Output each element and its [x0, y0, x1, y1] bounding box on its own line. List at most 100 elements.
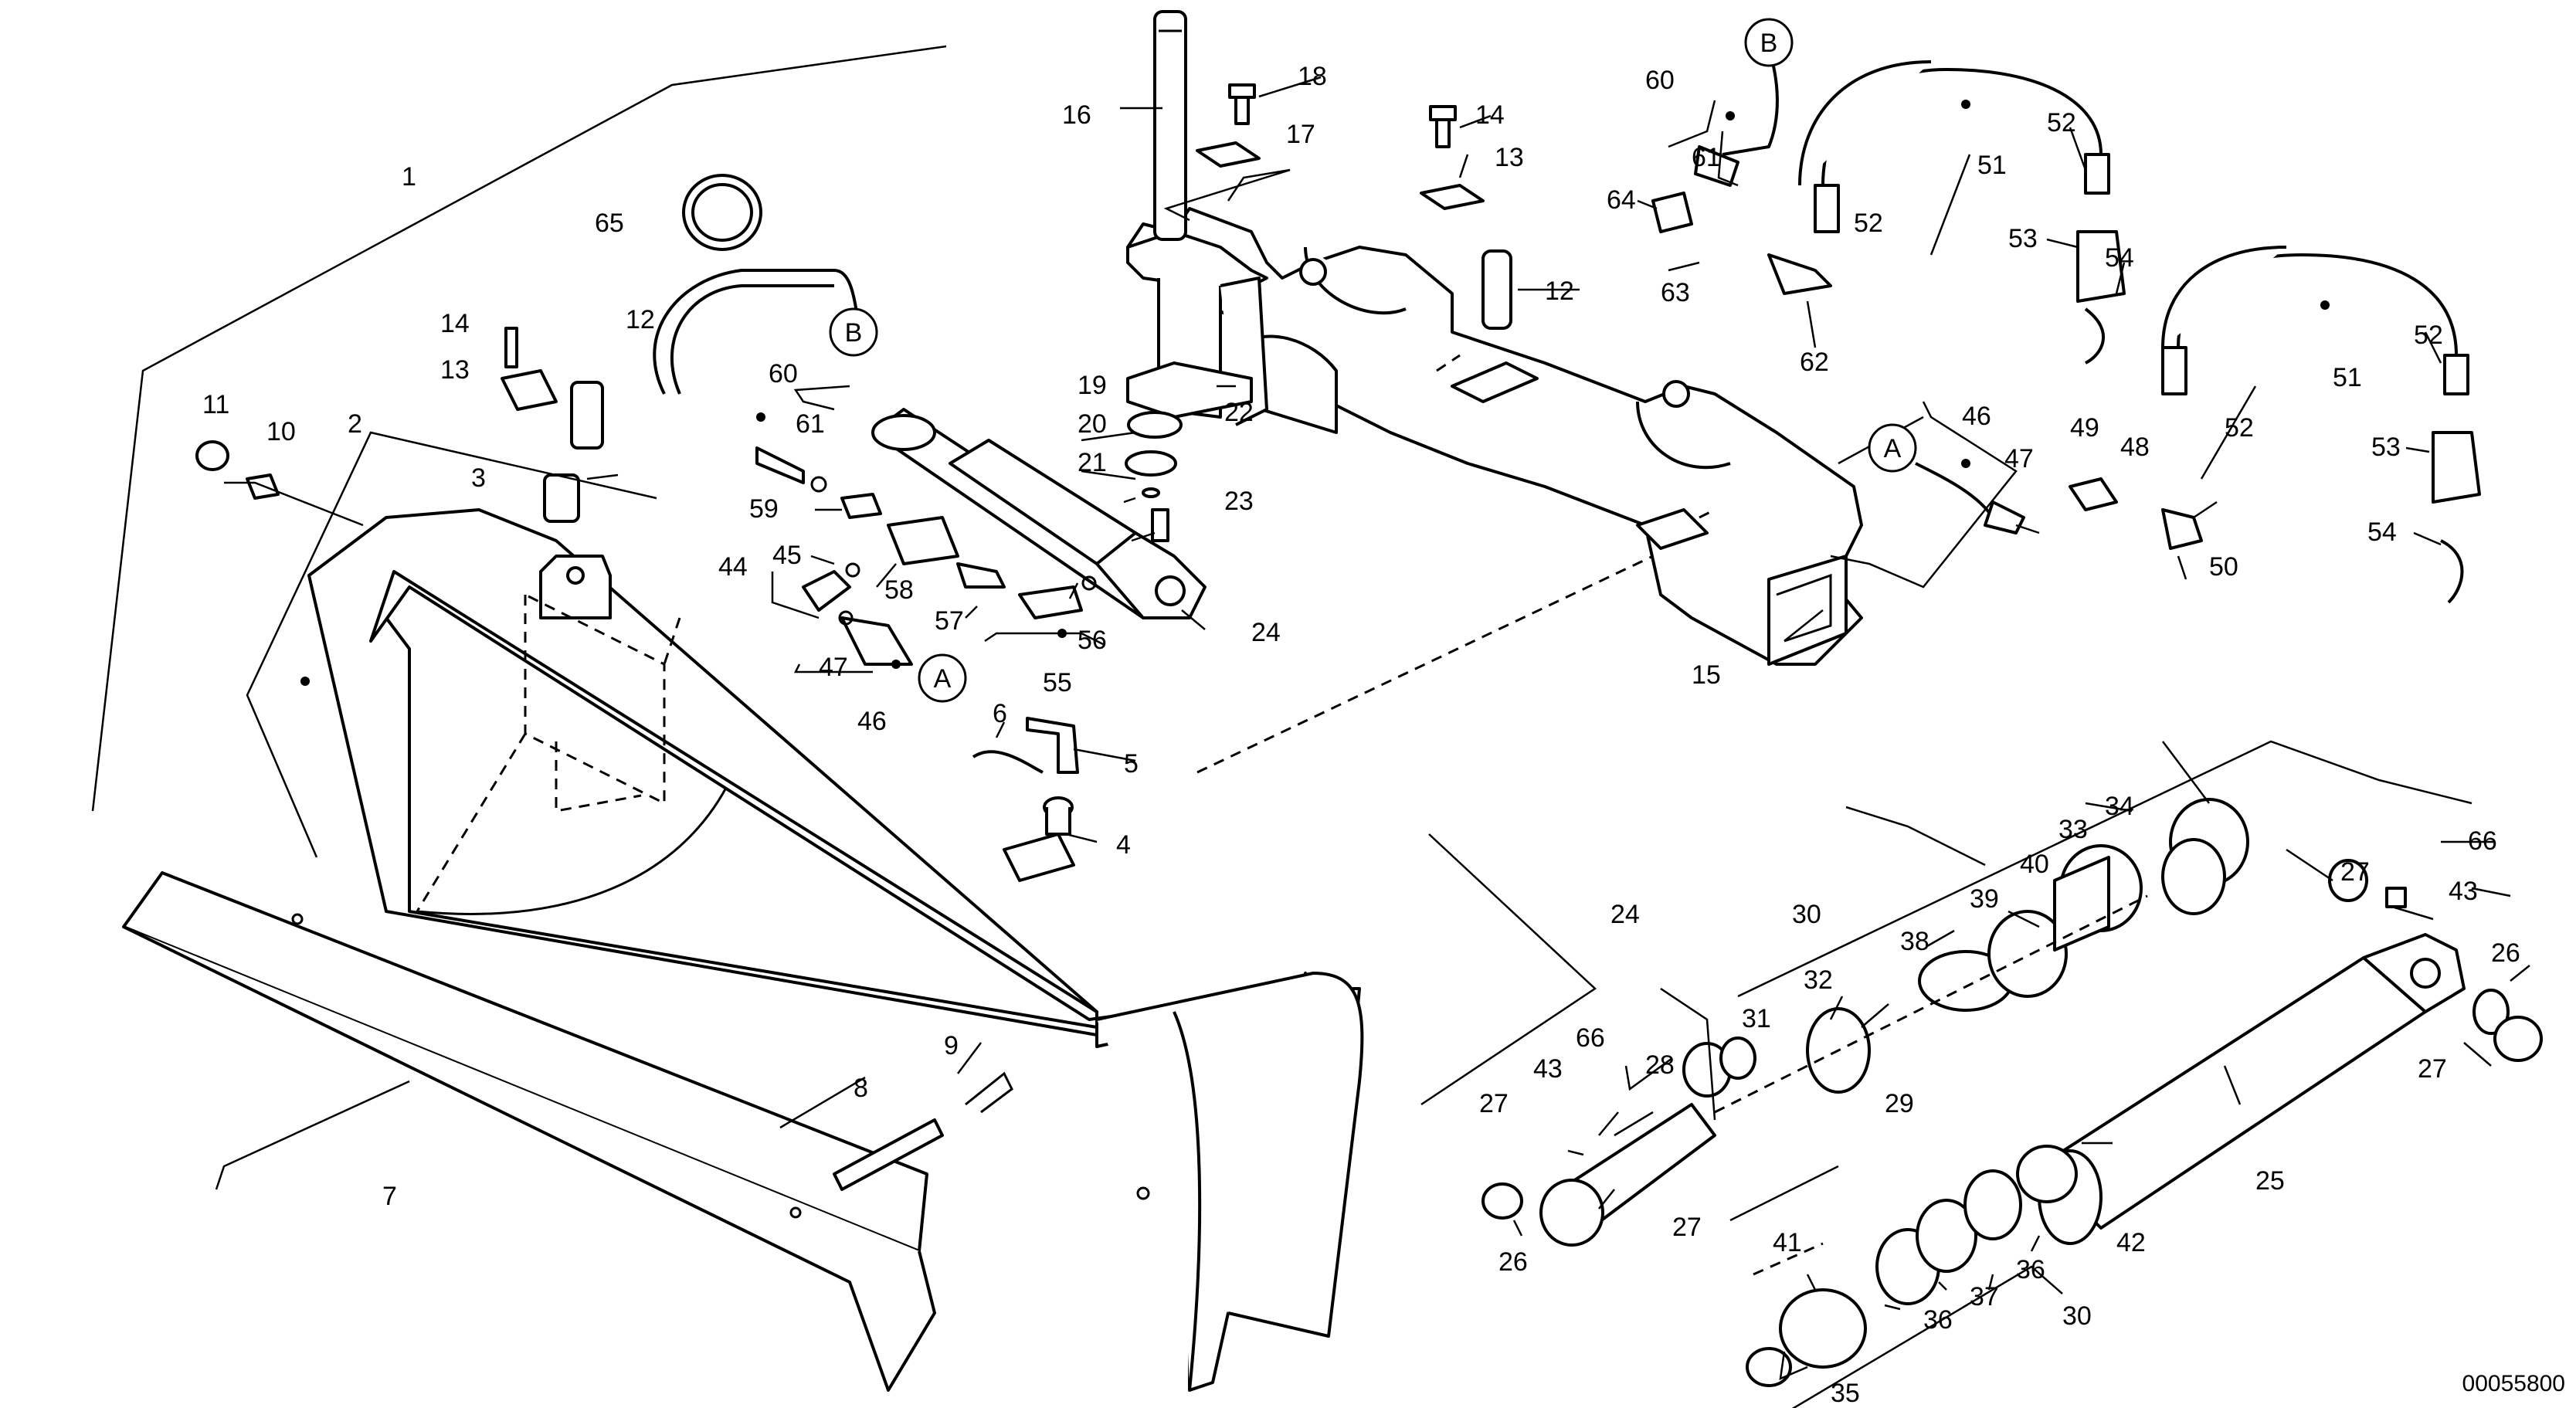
callout-36: 36: [1923, 1305, 1953, 1335]
callout-59: 59: [749, 494, 779, 524]
callout-53b: 53: [2371, 433, 2401, 462]
callout-52: 52: [2047, 108, 2076, 137]
connector-b-label-2: B: [1760, 29, 1778, 58]
cylinder-exploded: [1481, 798, 2543, 1387]
callout-10: 10: [266, 417, 296, 446]
callout-13b: 13: [1495, 143, 1524, 172]
callout-24b: 24: [1610, 900, 1640, 929]
document-number: 00055800: [2462, 1371, 2565, 1396]
callout-1: 1: [402, 162, 416, 192]
callout-52c: 52: [2414, 321, 2443, 350]
callout-11: 11: [202, 390, 229, 419]
callout-57: 57: [935, 606, 964, 636]
callout-28: 28: [1645, 1050, 1675, 1080]
connector-a-bubble: [918, 653, 967, 703]
callout-60: 60: [769, 359, 798, 388]
callout-33: 33: [2058, 815, 2088, 844]
callout-22: 22: [1224, 398, 1254, 427]
callout-23: 23: [1224, 487, 1254, 516]
pins-and-bolts: [1125, 10, 1512, 542]
connector-a-label-2: A: [1884, 434, 1902, 463]
callout-13: 13: [440, 355, 470, 385]
connector-b-label: B: [845, 318, 863, 348]
callout-27c: 27: [2340, 857, 2370, 887]
callout-66b: 66: [2468, 826, 2497, 856]
callout-9: 9: [944, 1031, 959, 1060]
callout-60b: 60: [1645, 66, 1675, 95]
callout-61: 61: [796, 409, 825, 439]
callout-66: 66: [1576, 1023, 1605, 1053]
callout-30: 30: [1792, 900, 1821, 929]
callout-19: 19: [1078, 371, 1107, 400]
callout-34: 34: [2105, 792, 2134, 821]
callout-17: 17: [1286, 120, 1315, 149]
callout-35: 35: [1831, 1379, 1860, 1408]
callout-58: 58: [884, 575, 914, 605]
callout-54: 54: [2105, 243, 2134, 273]
callout-47b: 47: [2004, 444, 2034, 473]
callout-50: 50: [2209, 552, 2238, 582]
callout-29: 29: [1885, 1089, 1914, 1118]
callout-24: 24: [1251, 618, 1281, 647]
callout-46b: 46: [1962, 402, 1991, 431]
callout-15: 15: [1692, 660, 1721, 690]
callout-52d: 52: [2225, 413, 2254, 443]
callout-16: 16: [1062, 100, 1091, 130]
callout-49: 49: [2070, 413, 2099, 443]
callout-26b: 26: [2491, 938, 2520, 968]
callout-8: 8: [854, 1074, 868, 1103]
left-fittings: [653, 269, 1097, 666]
callout-42: 42: [2116, 1228, 2146, 1257]
center-lines: [1196, 354, 2148, 1276]
callout-43b: 43: [2449, 877, 2478, 906]
callout-27d: 27: [2418, 1054, 2447, 1084]
callout-31: 31: [1742, 1004, 1771, 1033]
callout-51b: 51: [2333, 363, 2362, 392]
small-parts: [195, 174, 1079, 1191]
callout-55: 55: [1043, 668, 1072, 697]
callout-32: 32: [1804, 965, 1833, 995]
callout-6: 6: [993, 699, 1007, 728]
steering-cylinder-upper: [871, 408, 1207, 619]
callout-63: 63: [1661, 278, 1690, 307]
callout-44: 44: [718, 552, 748, 582]
dot-markers: [300, 100, 2330, 686]
callout-14b: 14: [1475, 100, 1505, 130]
callout-47: 47: [819, 653, 848, 682]
callout-labels: 1 2 3 4 5 6 7 8 9 10 11 12 12 13 13 14 1…: [202, 62, 2520, 1408]
callout-18: 18: [1298, 62, 1327, 91]
callout-12b: 12: [1545, 277, 1574, 306]
callout-43: 43: [1533, 1054, 1563, 1084]
callout-7: 7: [382, 1182, 397, 1211]
connector-marks: A B B A: [829, 18, 1917, 703]
callout-2: 2: [348, 409, 362, 439]
callout-65: 65: [595, 209, 624, 238]
connector-a-label: A: [934, 664, 952, 694]
connector-b-bubble: [829, 307, 878, 357]
callout-51: 51: [1977, 151, 2007, 180]
callout-39: 39: [1970, 884, 1999, 914]
callout-20: 20: [1078, 409, 1107, 439]
callout-3: 3: [471, 463, 486, 493]
callout-38: 38: [1900, 927, 1929, 956]
connector-b-bubble-2: [1744, 18, 1794, 67]
callout-56: 56: [1078, 626, 1107, 655]
callout-21: 21: [1078, 448, 1107, 477]
callout-64: 64: [1607, 185, 1636, 215]
callout-62: 62: [1800, 348, 1829, 377]
callout-46: 46: [857, 707, 887, 736]
connector-a-bubble-2: [1868, 423, 1917, 473]
callout-25: 25: [2255, 1166, 2285, 1196]
callout-30b: 30: [2062, 1301, 2092, 1331]
callout-52b: 52: [1854, 209, 1883, 238]
callout-37: 37: [1970, 1282, 1999, 1311]
callout-61b: 61: [1692, 143, 1721, 172]
callout-27b: 27: [1672, 1213, 1702, 1242]
callout-14: 14: [440, 309, 470, 338]
callout-26: 26: [1498, 1247, 1528, 1277]
callout-4: 4: [1116, 830, 1131, 860]
callout-41: 41: [1773, 1228, 1802, 1257]
bucket: [122, 508, 1364, 1392]
callout-5: 5: [1124, 749, 1139, 779]
